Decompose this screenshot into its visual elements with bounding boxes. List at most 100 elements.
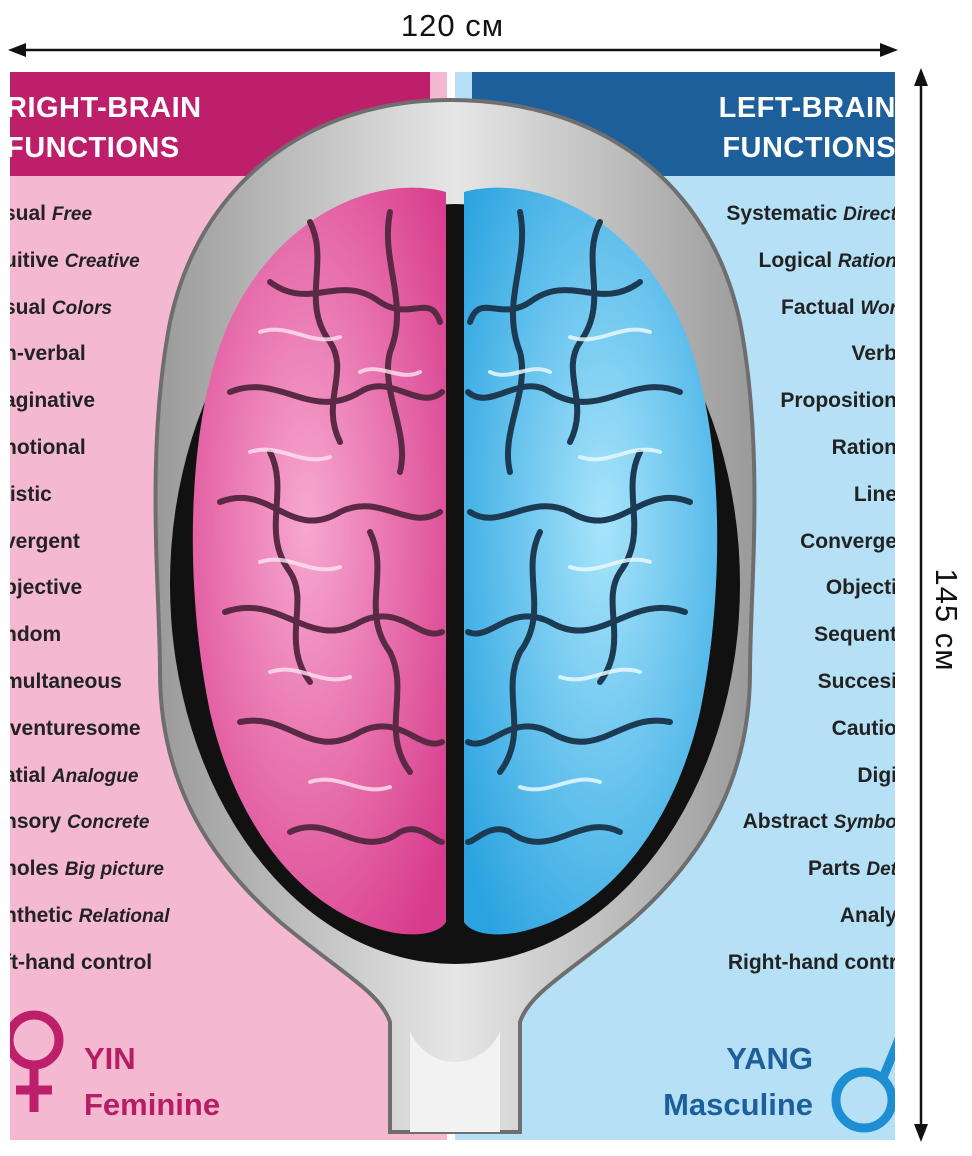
list-item: notional [10, 436, 424, 483]
item-main: lventuresome [10, 716, 141, 740]
list-item: Converge [637, 530, 895, 577]
item-italic: Big picture [64, 859, 164, 881]
list-item: ndom [10, 623, 424, 670]
list-item: Verb [637, 342, 895, 389]
list-item: vergent [10, 530, 424, 577]
item-main: Analy [839, 903, 895, 927]
list-item: Factual Wor [637, 296, 895, 343]
height-arrow-icon [914, 68, 928, 1142]
feminine-text: Feminine [84, 1087, 221, 1122]
item-italic: Ration [837, 250, 895, 272]
list-item: Sequent [637, 623, 895, 670]
right-hemisphere-pink [192, 187, 446, 935]
item-main: n-verbal [10, 342, 86, 366]
list-item: Proposition [637, 389, 895, 436]
item-italic: Symbo [833, 812, 895, 834]
list-item: Logical Ration [637, 249, 895, 296]
item-main: ndom [10, 623, 62, 647]
male-symbol-icon [831, 1037, 895, 1133]
item-italic: Det [866, 859, 895, 881]
height-label-wrap: 145 см [916, 560, 972, 680]
item-italic: Free [51, 204, 93, 225]
list-item: Abstract Symbo [637, 810, 895, 857]
list-item: Parts Det [637, 857, 895, 904]
item-main: nthetic [10, 903, 73, 927]
item-main: uitive [10, 248, 59, 272]
item-main: Line [853, 482, 895, 506]
list-item: Systematic Direct [637, 202, 895, 249]
item-italic: Creative [64, 250, 140, 272]
item-main: atial [10, 763, 47, 787]
right-brain-title-line2: FUNCTIONS [10, 132, 180, 164]
item-main: Objecti [825, 576, 895, 600]
list-item: Ration [637, 436, 895, 483]
left-brain-title-line2: FUNCTIONS [722, 132, 895, 164]
item-main: sual [10, 202, 47, 225]
item-main: Converge [800, 529, 895, 553]
height-label: 145 см [929, 568, 964, 672]
list-item: Digi [637, 764, 895, 811]
list-item: lventuresome [10, 717, 424, 764]
list-item: atial Analogue [10, 764, 424, 811]
item-main: Factual [781, 295, 855, 319]
list-item: holes Big picture [10, 857, 424, 904]
item-main: Ration [831, 435, 895, 459]
item-italic: Relational [78, 905, 170, 927]
width-dimension: 120 см [0, 0, 972, 70]
list-item: Right-hand contr [637, 951, 895, 998]
list-item: sual Free [10, 202, 424, 249]
item-italic: Wor [860, 297, 895, 319]
list-item: n-verbal [10, 342, 424, 389]
width-label: 120 см [400, 8, 505, 43]
yin-label: YIN Feminine [84, 1036, 220, 1128]
item-main: Proposition [780, 389, 895, 413]
left-brain-function-list: Systematic Direct Logical Ration Factual… [637, 202, 895, 998]
list-item: sual Colors [10, 296, 424, 343]
list-item: ft-hand control [10, 951, 424, 998]
item-main: notional [10, 435, 86, 459]
item-main: Sequent [814, 623, 895, 647]
left-hemisphere-blue [464, 187, 718, 935]
item-main: Logical [758, 248, 833, 272]
item-main: Digi [857, 763, 895, 787]
item-main: Abstract [742, 810, 828, 834]
list-item: Objecti [637, 576, 895, 623]
list-item: Succesi [637, 670, 895, 717]
list-item: nthetic Relational [10, 904, 424, 951]
yang-text: YANG [726, 1041, 813, 1076]
poster: RIGHT-BRAIN FUNCTIONS LEFT-BRAIN FUNCTIO… [10, 72, 895, 1140]
list-item: Cautio [637, 717, 895, 764]
list-item: multaneous [10, 670, 424, 717]
list-item: uitive Creative [10, 249, 424, 296]
left-brain-title-line1: LEFT-BRAIN [718, 92, 895, 124]
brain-head-illustration [153, 97, 757, 1134]
right-brain-function-list: sual Free uitive Creative sual Colors n-… [10, 202, 424, 998]
left-brain-title: LEFT-BRAIN FUNCTIONS [719, 88, 895, 168]
list-item: Line [637, 483, 895, 530]
list-item: nsory Concrete [10, 810, 424, 857]
item-main: vergent [10, 529, 80, 553]
item-main: Parts [808, 857, 861, 881]
yin-text: YIN [84, 1041, 136, 1076]
item-italic: Colors [51, 297, 113, 319]
item-italic: Direct [843, 204, 895, 225]
item-main: Succesi [817, 669, 895, 693]
masculine-text: Masculine [663, 1087, 813, 1122]
right-brain-title-line1: RIGHT-BRAIN [10, 92, 202, 124]
yang-label: YANG Masculine [663, 1036, 813, 1128]
list-item: Analy [637, 904, 895, 951]
width-arrow-icon [8, 43, 898, 57]
item-main: ft-hand control [10, 950, 153, 974]
right-brain-title: RIGHT-BRAIN FUNCTIONS [10, 88, 202, 168]
item-main: Cautio [831, 716, 895, 740]
item-main: Right-hand contr [727, 950, 895, 974]
item-italic: Concrete [67, 812, 150, 834]
item-main: holes [10, 857, 59, 881]
item-main: aginative [10, 389, 96, 413]
item-main: Systematic [726, 202, 838, 225]
item-main: bjective [10, 576, 83, 600]
item-main: sual [10, 295, 47, 319]
item-italic: Analogue [51, 765, 139, 787]
